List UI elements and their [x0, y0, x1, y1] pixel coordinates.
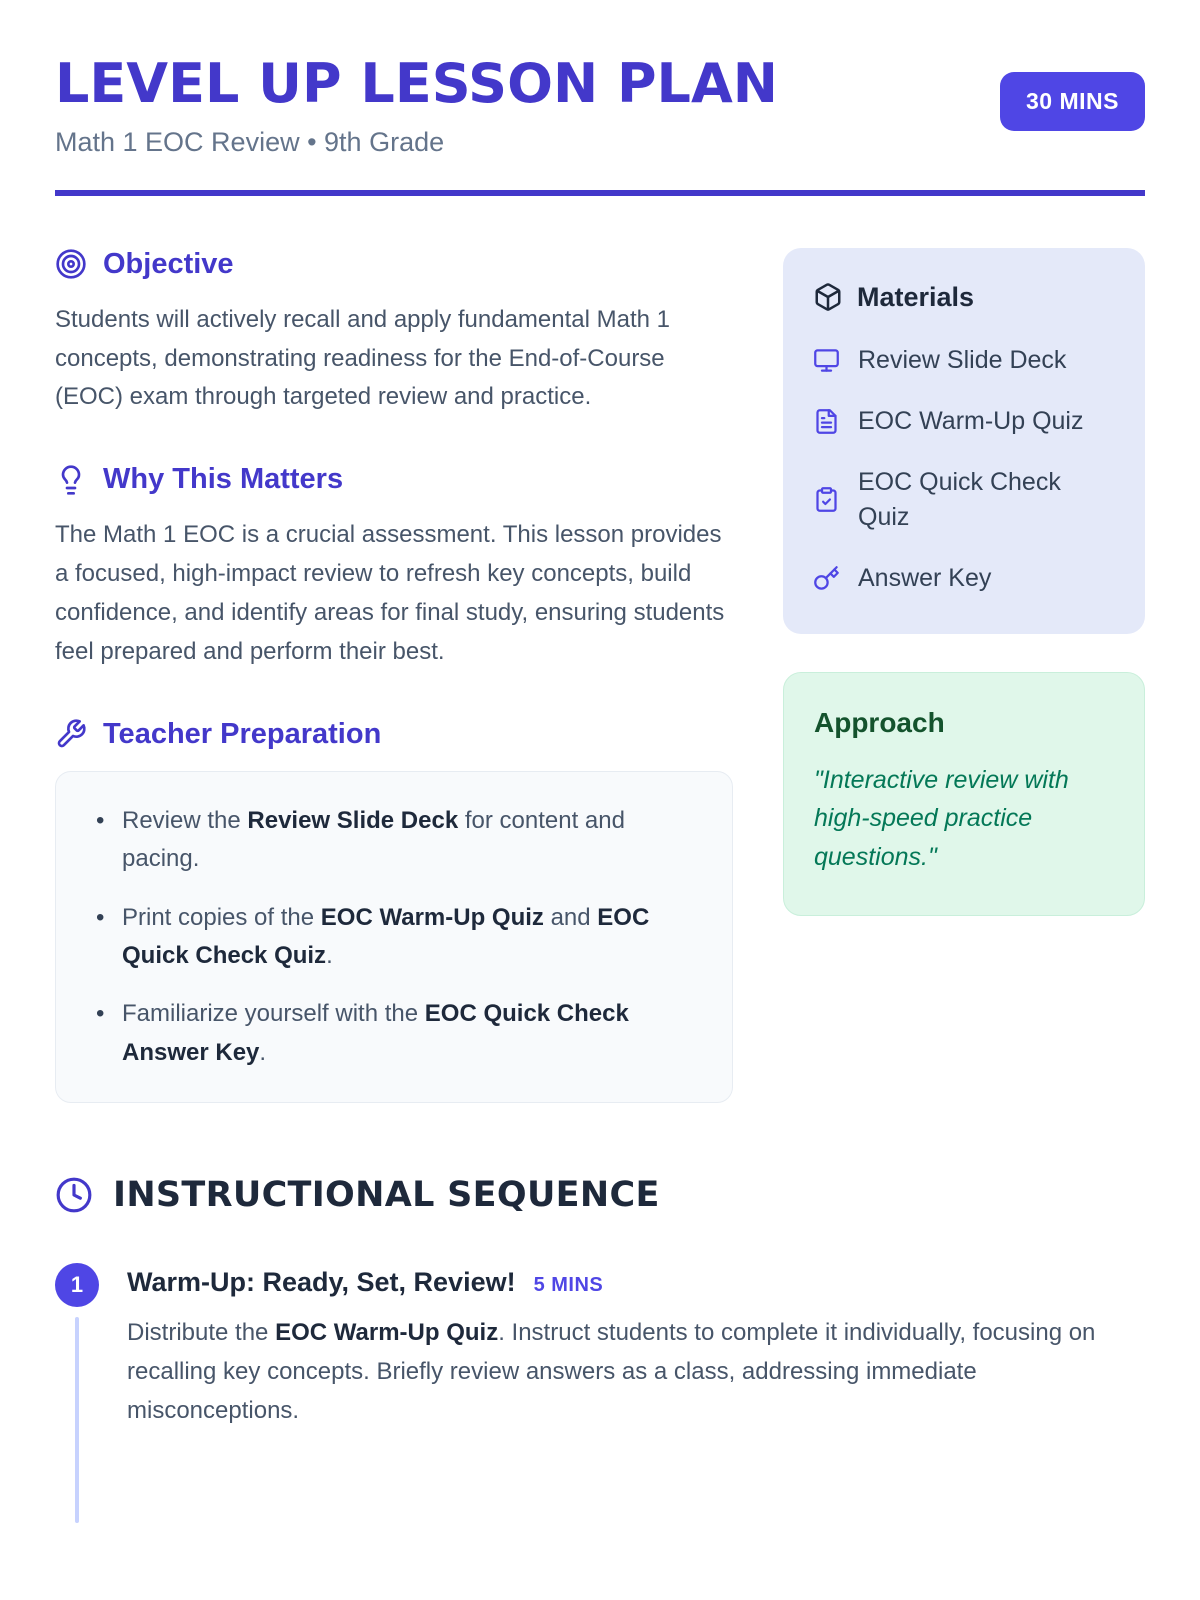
- list-item: Answer Key: [813, 561, 1115, 596]
- clock-icon: [56, 1177, 92, 1213]
- prep-item-bold: Review Slide Deck: [247, 806, 459, 834]
- prep-heading: Teacher Preparation: [55, 718, 733, 751]
- list-item: Review the Review Slide Deck for content…: [90, 802, 698, 879]
- target-icon: [56, 249, 86, 279]
- clipboard-check-icon: [816, 487, 837, 513]
- key-icon: [814, 565, 839, 590]
- page-title: LEVEL UP LESSON PLAN: [55, 52, 778, 115]
- materials-heading-label: Materials: [857, 281, 975, 312]
- page-subtitle: Math 1 EOC Review • 9th Grade: [55, 126, 445, 157]
- material-label: EOC Quick Check Quiz: [858, 467, 1061, 531]
- prep-item-bold: EOC Warm-Up Quiz: [320, 903, 544, 931]
- sequence-step-1: 1 Warm-Up: Ready, Set, Review! 5 MINS Di…: [55, 1263, 1145, 1524]
- sequence-heading-label: INSTRUCTIONAL SEQUENCE: [113, 1175, 660, 1216]
- package-icon: [815, 283, 841, 311]
- step-number-badge: 1: [55, 1263, 99, 1308]
- prep-item-text: Review the: [122, 806, 248, 834]
- objective-heading: Objective: [55, 248, 733, 281]
- step-body-text: Distribute the: [127, 1319, 276, 1347]
- list-item: Familiarize yourself with the EOC Quick …: [90, 995, 698, 1072]
- list-item: EOC Quick Check Quiz: [813, 465, 1115, 535]
- step-duration: 5 MINS: [533, 1274, 604, 1297]
- teacher-prep-card: Review the Review Slide Deck for content…: [55, 770, 733, 1104]
- header: LEVEL UP LESSON PLAN Math 1 EOC Review •…: [55, 52, 1145, 158]
- material-label: Answer Key: [858, 563, 992, 592]
- list-item: Print copies of the EOC Warm-Up Quiz and…: [90, 899, 698, 976]
- left-column: Objective Students will actively recall …: [55, 248, 733, 1104]
- duration-badge: 30 MINS: [1000, 72, 1145, 131]
- why-heading: Why This Matters: [55, 463, 733, 496]
- objective-heading-label: Objective: [103, 247, 234, 280]
- step-title: Warm-Up: Ready, Set, Review!: [127, 1267, 516, 1298]
- step-body-bold: EOC Warm-Up Quiz: [275, 1319, 499, 1347]
- prep-list: Review the Review Slide Deck for content…: [90, 802, 698, 1072]
- step-body: Distribute the EOC Warm-Up Quiz. Instruc…: [127, 1314, 1145, 1431]
- instructional-sequence: INSTRUCTIONAL SEQUENCE 1 Warm-Up: Ready,…: [55, 1175, 1145, 1524]
- main-content: Objective Students will actively recall …: [55, 247, 1145, 1104]
- prep-item-bold: EOC Quick Check Quiz: [122, 903, 650, 969]
- approach-heading: Approach: [814, 706, 945, 738]
- lightbulb-icon: [61, 465, 81, 495]
- sequence-heading: INSTRUCTIONAL SEQUENCE: [55, 1175, 1145, 1215]
- step-rail: 1: [55, 1263, 99, 1524]
- prep-item-bold: EOC Quick Check Answer Key: [122, 1000, 629, 1066]
- materials-heading: Materials: [813, 282, 1115, 313]
- prep-item-text: Print copies of the: [122, 903, 321, 931]
- why-body: The Math 1 EOC is a crucial assessment. …: [55, 521, 725, 665]
- header-divider: [55, 189, 1145, 196]
- prep-item-text: Familiarize yourself with the: [122, 1000, 425, 1028]
- header-text-block: LEVEL UP LESSON PLAN Math 1 EOC Review •…: [55, 52, 778, 158]
- step-body-text: . Instruct students to complete it indiv…: [127, 1319, 1096, 1424]
- wrench-icon: [57, 719, 86, 748]
- why-heading-label: Why This Matters: [103, 463, 344, 496]
- list-item: EOC Warm-Up Quiz: [813, 404, 1115, 439]
- list-item: Review Slide Deck: [813, 343, 1115, 378]
- approach-quote: "Interactive review with high-speed prac…: [814, 765, 1069, 872]
- monitor-icon: [814, 348, 839, 372]
- file-text-icon: [816, 408, 837, 434]
- objective-body: Students will actively recall and apply …: [55, 305, 670, 411]
- right-column: Materials Review Slide Deck EOC Warm-Up …: [783, 247, 1145, 916]
- prep-item-text: .: [259, 1038, 267, 1066]
- prep-item-text: .: [326, 941, 333, 969]
- material-label: Review Slide Deck: [858, 345, 1067, 374]
- materials-card: Materials Review Slide Deck EOC Warm-Up …: [783, 247, 1145, 634]
- approach-card: Approach "Interactive review with high-s…: [783, 671, 1145, 916]
- timeline-line: [75, 1317, 79, 1524]
- prep-item-text: and: [543, 903, 598, 931]
- step-content: Warm-Up: Ready, Set, Review! 5 MINS Dist…: [127, 1263, 1145, 1523]
- prep-item-text: for content and pacing.: [122, 806, 625, 873]
- material-label: EOC Warm-Up Quiz: [858, 406, 1084, 435]
- step-title-row: Warm-Up: Ready, Set, Review! 5 MINS: [127, 1267, 1145, 1298]
- prep-heading-label: Teacher Preparation: [103, 717, 382, 750]
